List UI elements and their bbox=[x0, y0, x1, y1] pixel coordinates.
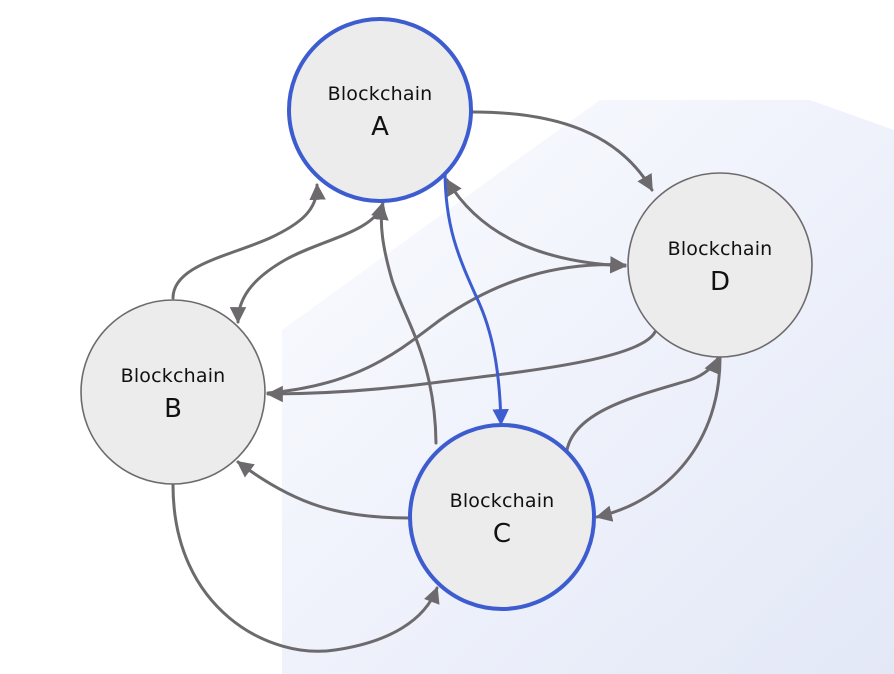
node-letter: D bbox=[710, 267, 730, 297]
edge-c-to-d bbox=[565, 356, 720, 452]
edge-a-to-d bbox=[471, 110, 654, 192]
node-circle[interactable] bbox=[80, 299, 266, 485]
edge-c-to-b bbox=[236, 460, 411, 520]
node-circle[interactable] bbox=[408, 423, 596, 611]
node-title: Blockchain bbox=[450, 490, 555, 512]
edge-d-to-b bbox=[266, 330, 657, 403]
edge-b-to-d bbox=[266, 256, 627, 395]
edge-d-to-c bbox=[595, 356, 722, 522]
edge-c-to-a bbox=[372, 203, 438, 445]
nodes-layer: BlockchainABlockchainBBlockchainCBlockch… bbox=[80, 17, 813, 611]
edges-layer bbox=[171, 110, 722, 653]
node-letter: B bbox=[164, 394, 182, 424]
node-title: Blockchain bbox=[121, 365, 226, 387]
node-title: Blockchain bbox=[668, 238, 773, 260]
edge-b-to-c bbox=[171, 483, 440, 653]
node-circle[interactable] bbox=[627, 172, 813, 358]
edge-a-to-b-bidirectional bbox=[229, 201, 387, 324]
node-circle[interactable] bbox=[287, 17, 473, 203]
edge-b-to-a bbox=[171, 183, 326, 300]
node-letter: C bbox=[493, 519, 511, 549]
node-letter: A bbox=[371, 112, 389, 142]
node-title: Blockchain bbox=[328, 83, 433, 105]
edge-a-to-c bbox=[443, 168, 509, 426]
edge-a-to-d-bidirectional bbox=[445, 178, 627, 274]
